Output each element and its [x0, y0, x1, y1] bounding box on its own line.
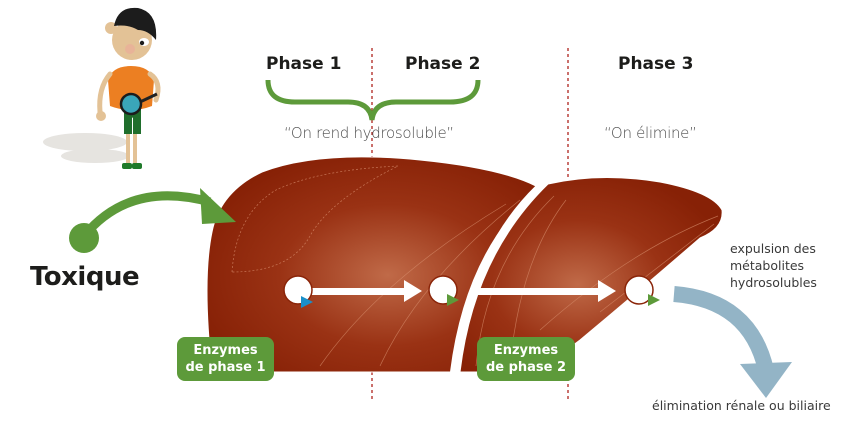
liver-icon	[206, 156, 723, 373]
expulsion-text: expulsion des métabolites hydrosolubles	[730, 240, 817, 291]
molecule-node-phase2	[624, 275, 660, 306]
input-arrow-icon	[69, 188, 236, 253]
enzymes-phase-1-badge: Enzymes de phase 1	[177, 337, 274, 381]
brace-icon	[265, 79, 481, 121]
flow-arrow-1	[312, 280, 422, 302]
elimination-text: élimination rénale ou biliaire	[652, 398, 831, 413]
molecule-node-toxic	[283, 275, 313, 308]
molecule-node-phase1	[428, 275, 459, 306]
phase-2-label: Phase 2	[405, 54, 481, 74]
elimination-arrow-icon	[673, 286, 792, 398]
toxique-label: Toxique	[30, 262, 140, 292]
enzymes-phase-1-line1: Enzymes	[193, 343, 258, 358]
phase-3-caption: “On élimine”	[604, 124, 697, 142]
phase-1-2-caption: “On rend hydrosoluble”	[284, 124, 454, 142]
enzymes-phase-2-line1: Enzymes	[493, 343, 559, 358]
flow-arrow-2	[470, 280, 616, 302]
phase-3-label: Phase 3	[618, 54, 694, 74]
expulsion-line-2: métabolites	[730, 258, 805, 273]
enzymes-phase-2-line2: de phase 2	[485, 360, 567, 375]
expulsion-line-3: hydrosolubles	[730, 275, 817, 290]
phase-1-label: Phase 1	[266, 54, 342, 74]
enzymes-phase-2-badge: Enzymes de phase 2	[477, 337, 575, 381]
enzymes-phase-1-line2: de phase 1	[185, 360, 266, 375]
boy-with-magnifier-icon	[43, 7, 161, 169]
expulsion-line-1: expulsion des	[730, 241, 816, 256]
